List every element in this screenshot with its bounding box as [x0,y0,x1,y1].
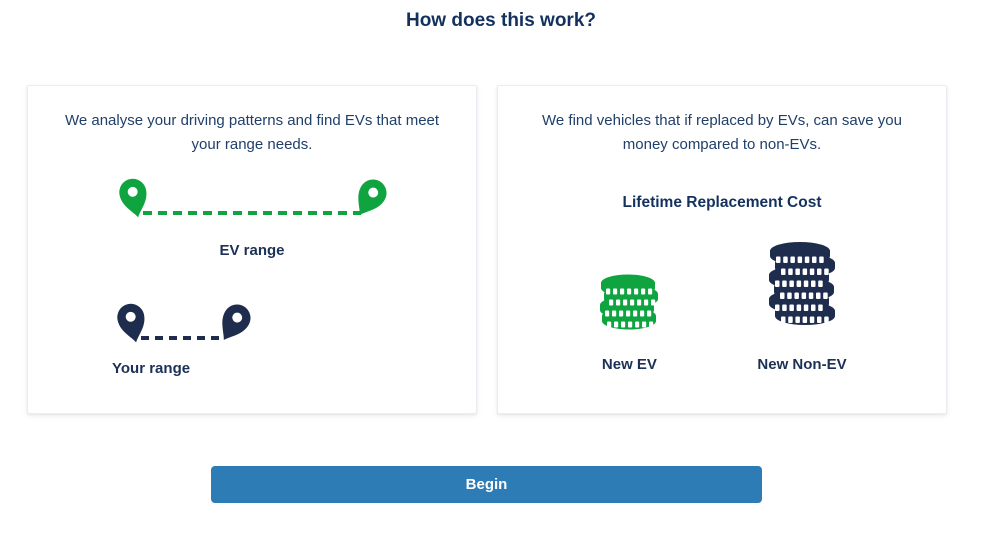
range-card-description: We analyse your driving patterns and fin… [64,112,440,153]
map-pin-icon [216,301,252,345]
page-title: How does this work? [405,10,597,31]
map-pin-icon [114,301,150,345]
ev-range-dashed-line [143,211,361,215]
cost-card: We find vehicles that if replaced by EVs… [497,85,947,414]
ev-range-illustration [116,173,388,220]
info-cards: We analyse your driving patterns and fin… [27,85,1002,414]
cost-card-description: We find vehicles that if replaced by EVs… [542,112,902,153]
begin-button[interactable]: Begin [211,466,762,503]
lifetime-cost-heading: Lifetime Replacement Cost [622,194,822,211]
content: We analyse your driving patterns and fin… [0,85,1002,503]
cost-comparison-illustration: New EV [522,242,922,374]
your-range-label: Your range [112,360,191,377]
new-ev-column: New EV [597,274,661,374]
range-card: We analyse your driving patterns and fin… [27,85,477,414]
map-pin-icon [352,176,388,220]
new-ev-label: New EV [601,356,657,373]
map-pin-icon [116,176,152,220]
coin-stack-icon [766,242,838,339]
new-non-ev-column: New Non-EV [757,242,847,374]
ev-range-label: EV range [219,242,285,259]
new-non-ev-label: New Non-EV [757,356,847,373]
coin-stack-icon [597,274,661,339]
page-header: How does this work? [0,0,1002,32]
your-range-dashed-line [141,336,225,340]
your-range-illustration [114,298,252,345]
